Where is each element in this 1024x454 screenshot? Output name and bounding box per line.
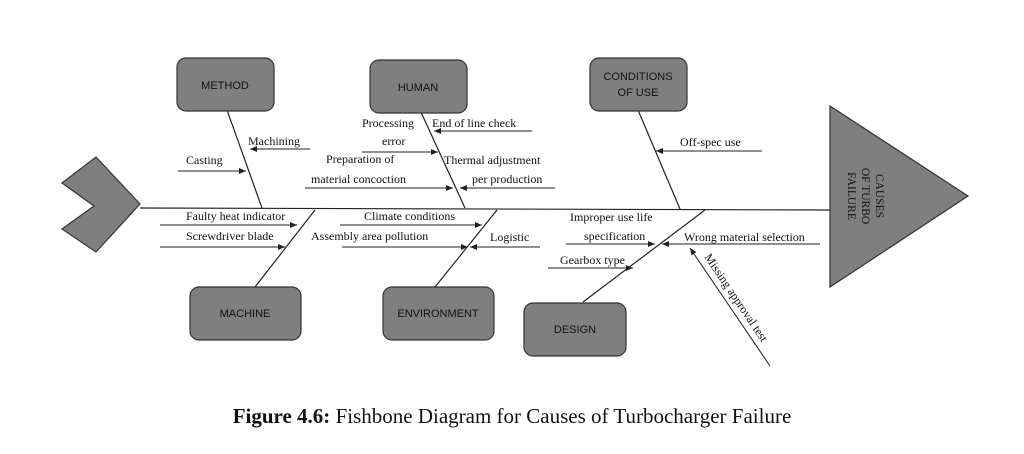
svg-text:OF TURBO: OF TURBO xyxy=(859,168,871,224)
cause-off-spec-use: Off-spec use xyxy=(680,135,741,149)
cause-processing-error-line2: error xyxy=(382,134,405,148)
cause-missing-approval-test: Missing approval test xyxy=(702,251,772,345)
arrow-missing-approval-test xyxy=(689,247,771,367)
category-machine: MACHINE xyxy=(189,286,302,341)
fishbone-diagram: CAUSES OF TURBO FAILURE METHOD HUMAN CON… xyxy=(60,57,970,367)
cause-processing-error: Processing xyxy=(362,116,414,130)
svg-text:HUMAN: HUMAN xyxy=(398,82,438,94)
bone-conditions xyxy=(637,109,681,210)
figure-caption: Figure 4.6: Fishbone Diagram for Causes … xyxy=(0,404,1024,429)
svg-text:METHOD: METHOD xyxy=(201,80,249,92)
cause-logistic: Logistic xyxy=(490,230,529,244)
cause-faulty-heat-indicator: Faulty heat indicator xyxy=(186,209,285,223)
bone-design xyxy=(582,209,706,303)
cause-thermal-adjustment: Thermal adjustment xyxy=(444,153,541,167)
effect-head xyxy=(829,104,970,289)
cause-gearbox-type: Gearbox type xyxy=(560,253,625,267)
cause-assembly-area-pollution: Assembly area pollution xyxy=(311,229,428,243)
category-conditions-of-use: CONDITIONS OF USE xyxy=(589,57,688,112)
cause-machining: Machining xyxy=(248,134,300,148)
fish-tail xyxy=(60,156,141,253)
svg-text:CONDITIONS: CONDITIONS xyxy=(603,71,672,83)
cause-improper-use-life-line2: specification xyxy=(584,229,645,243)
category-human: HUMAN xyxy=(369,59,468,114)
cause-casting: Casting xyxy=(186,153,223,167)
svg-text:ENVIRONMENT: ENVIRONMENT xyxy=(397,308,479,320)
cause-end-of-line-check: End of line check xyxy=(432,116,516,130)
category-environment: ENVIRONMENT xyxy=(382,286,495,341)
caption-text: Fishbone Diagram for Causes of Turbochar… xyxy=(330,404,792,428)
svg-text:MACHINE: MACHINE xyxy=(220,308,271,320)
bone-human xyxy=(419,109,466,209)
spine xyxy=(139,207,831,211)
cause-preparation: Preparation of xyxy=(326,152,394,166)
caption-label: Figure 4.6: xyxy=(232,404,331,428)
cause-improper-use-life: Improper use life xyxy=(570,210,653,224)
category-design: DESIGN xyxy=(523,302,627,357)
cause-preparation-line2: material concoction xyxy=(311,172,406,186)
category-method: METHOD xyxy=(176,57,275,112)
svg-text:DESIGN: DESIGN xyxy=(554,324,596,336)
bone-method xyxy=(226,109,263,209)
cause-screwdriver-blade: Screwdriver blade xyxy=(186,229,274,243)
cause-wrong-material-selection: Wrong material selection xyxy=(684,230,805,244)
cause-thermal-adjustment-line2: per production xyxy=(472,172,542,186)
svg-text:CAUSES: CAUSES xyxy=(873,174,885,218)
svg-text:OF USE: OF USE xyxy=(618,87,659,99)
bone-machine xyxy=(254,209,316,288)
svg-text:FAILURE: FAILURE xyxy=(845,172,857,220)
cause-climate-conditions: Climate conditions xyxy=(364,209,455,223)
effect-label: CAUSES OF TURBO FAILURE xyxy=(845,168,885,224)
